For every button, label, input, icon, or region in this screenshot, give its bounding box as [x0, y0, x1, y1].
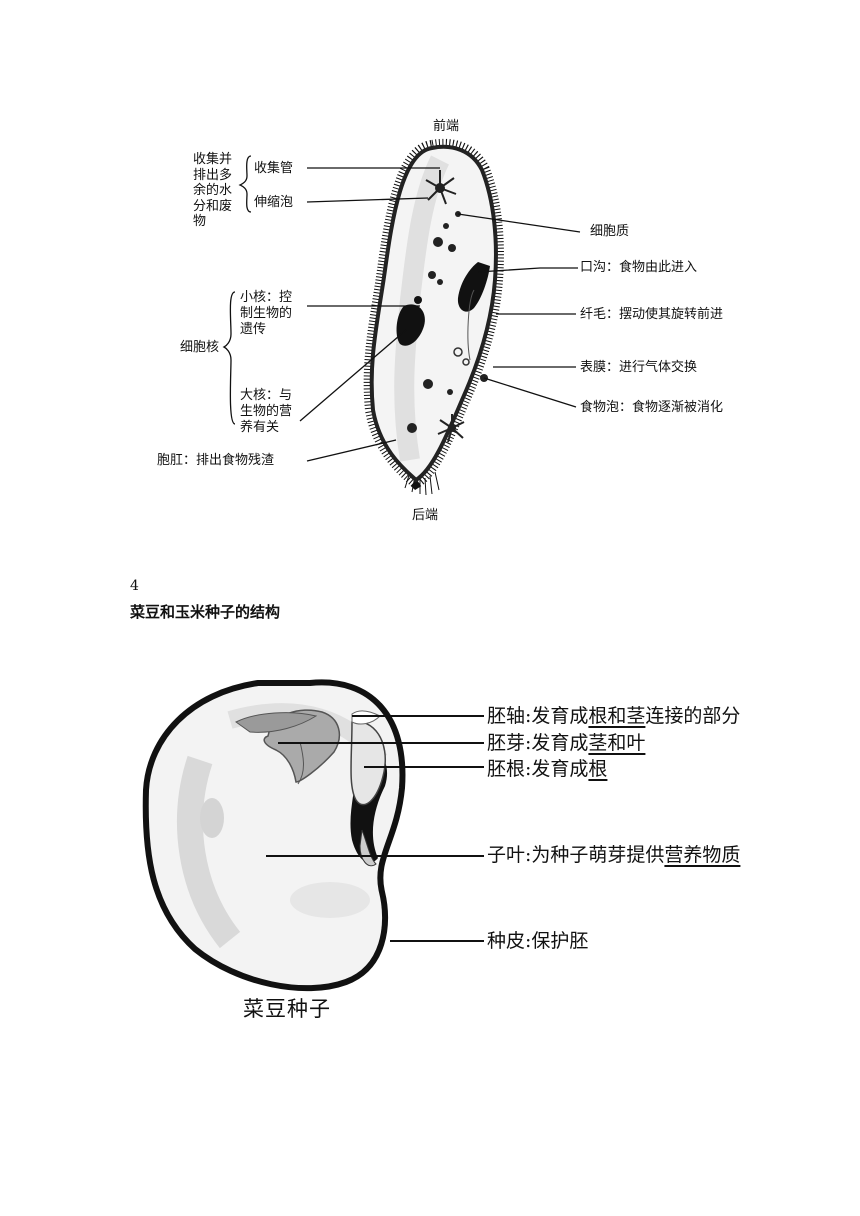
macronucleus: [396, 304, 425, 346]
food-vacuoles: [407, 211, 488, 433]
plumule-prefix: 胚芽:发育成: [487, 732, 589, 754]
cilia-label: 纤毛：摆动使其旋转前进: [580, 307, 724, 322]
hypocotyl-answer: 根和茎: [588, 705, 646, 727]
plumule-label: 胚芽:发育成茎和叶: [487, 731, 645, 755]
membrane-label: 表膜：进行气体交换: [580, 360, 698, 375]
hypocotyl-suffix: 连接的部分: [645, 705, 741, 727]
cytoplasm-label: 细胞质: [590, 224, 630, 239]
micronucleus-label: 小核：控 制生物的 遗传: [240, 290, 293, 337]
plumule-answer: 茎和叶: [588, 732, 646, 754]
contractile-vacuole-star-2: [437, 414, 465, 443]
cotyledon-label: 子叶:为种子萌芽提供营养物质: [487, 843, 740, 867]
radicle-answer: 根: [588, 758, 608, 780]
front-label: 前端: [433, 119, 460, 134]
food-vacuole-label: 食物泡：食物逐渐被消化: [580, 400, 724, 415]
contractile-vacuole-label: 伸缩泡: [254, 195, 294, 210]
hypocotyl-prefix: 胚轴:发育成: [487, 705, 589, 727]
bean-caption: 菜豆种子: [243, 997, 331, 1021]
section-title: 菜豆和玉米种子的结构: [130, 603, 281, 621]
cotyledon-prefix: 子叶:为种子萌芽提供: [487, 844, 665, 866]
cotyledon-answer: 营养物质: [664, 844, 741, 866]
anal-pore-label: 胞肛：排出食物残渣: [157, 453, 275, 468]
section-number: 4: [130, 578, 139, 594]
oral-groove: [457, 262, 490, 312]
collecting-tube-label: 收集管: [254, 161, 294, 176]
seed-coat-label: 种皮:保护胚: [487, 929, 588, 953]
seed-coat-prefix: 种皮:保护胚: [487, 930, 589, 952]
radicle-prefix: 胚根:发育成: [487, 758, 589, 780]
radicle-label: 胚根:发育成根: [487, 757, 607, 781]
collect-group-label: 收集并 排出多 余的水 分和废 物: [193, 152, 233, 229]
macronucleus-label: 大核：与 生物的营 养有关: [240, 388, 293, 435]
contractile-vacuole-star: [425, 170, 457, 205]
oral-groove-label: 口沟：食物由此进入: [580, 260, 698, 275]
hypocotyl-label: 胚轴:发育成根和茎连接的部分: [487, 704, 740, 728]
back-label: 后端: [412, 508, 439, 523]
nucleus-group-label: 细胞核: [180, 340, 220, 355]
